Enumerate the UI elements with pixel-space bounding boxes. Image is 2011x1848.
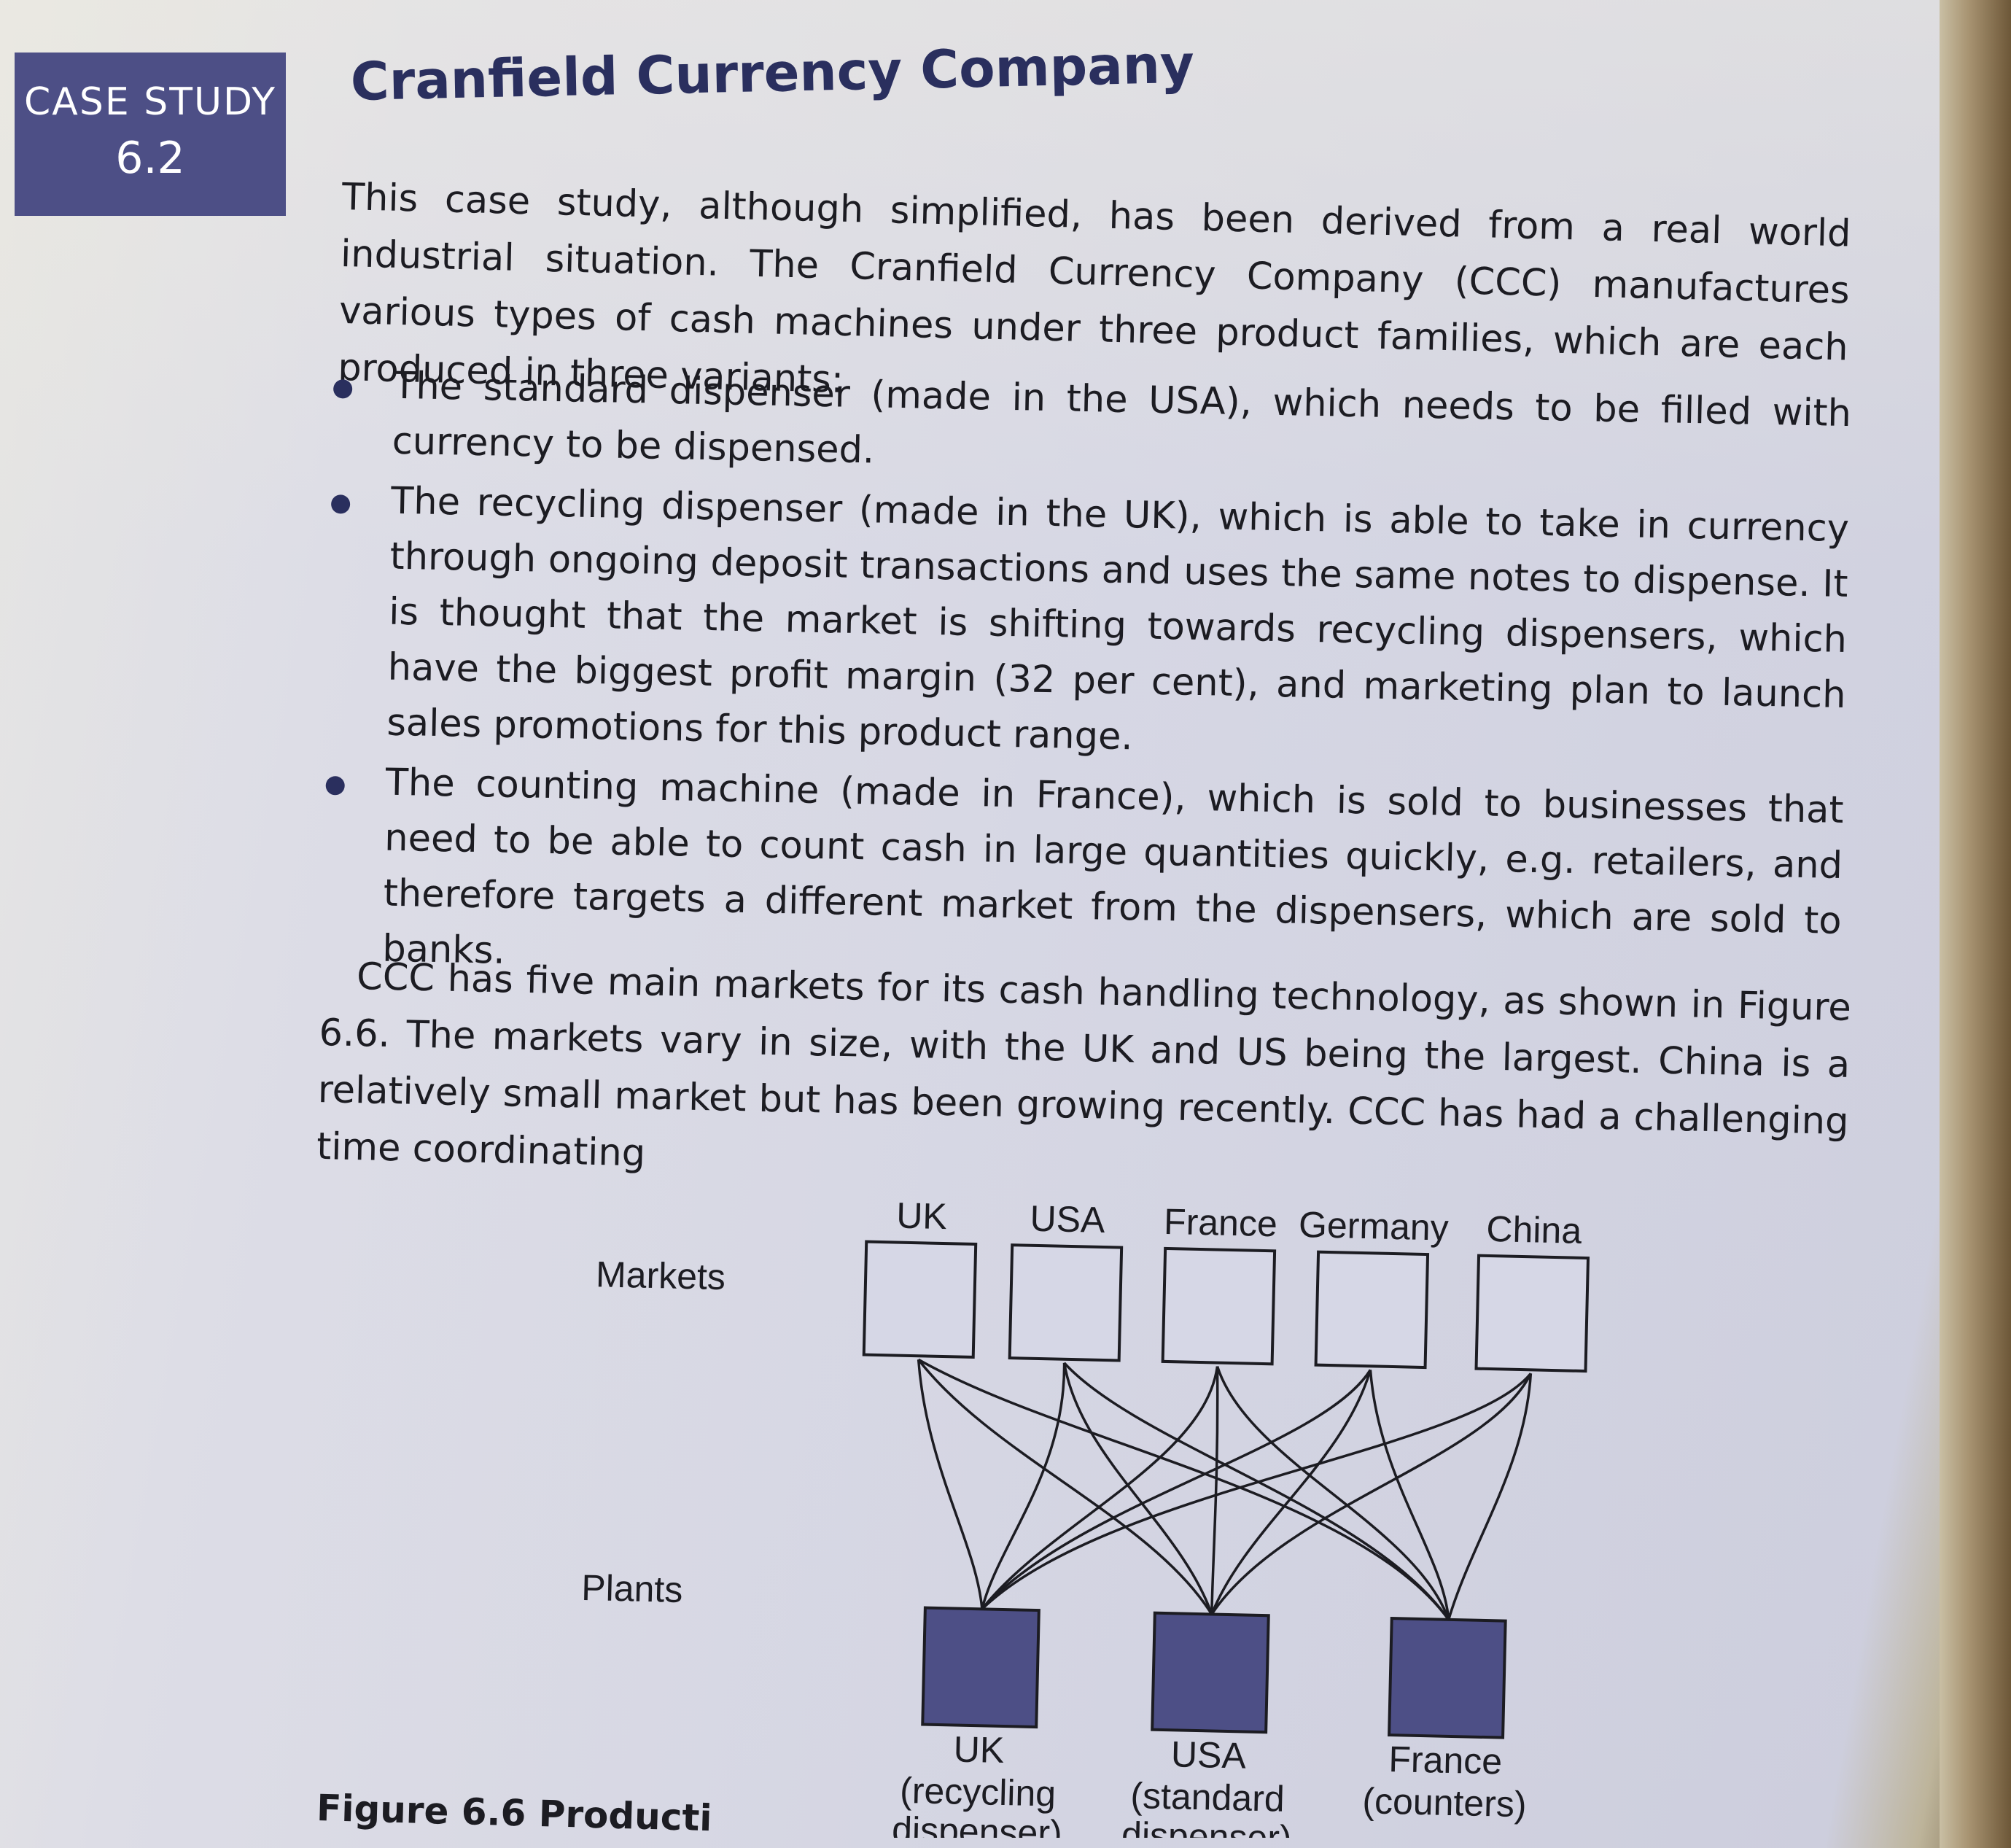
bullet-icon [330, 494, 351, 514]
bullet-icon [332, 379, 353, 399]
market-label-usa: USA [1030, 1198, 1106, 1241]
plant-box-usa [1151, 1611, 1270, 1734]
markets-paragraph: CCC has five main markets for its cash h… [316, 955, 1852, 1176]
market-label-uk: UK [896, 1195, 948, 1238]
plant-box-france [1388, 1617, 1507, 1739]
plant-label-uk: UK [953, 1729, 1005, 1771]
market-box-uk [862, 1240, 978, 1359]
plant-label-uk-line2: (recycling [900, 1770, 1057, 1814]
plant-label-france: France [1388, 1739, 1503, 1782]
list-item-text: The recycling dispenser (made in the UK)… [386, 479, 1850, 759]
plant-label-usa-line2: (standard [1130, 1775, 1285, 1820]
market-box-usa [1008, 1243, 1124, 1362]
product-list: The standard dispenser (made in the USA)… [316, 357, 1852, 1009]
plant-label-usa-line3: dispenser) [1121, 1814, 1293, 1838]
market-box-germany [1314, 1250, 1430, 1370]
case-study-badge: CASE STUDY 6.2 [15, 53, 286, 216]
market-label-france: France [1164, 1201, 1278, 1245]
plant-label-usa: USA [1170, 1734, 1247, 1776]
market-label-china: China [1486, 1208, 1582, 1251]
list-item: The recycling dispenser (made in the UK)… [321, 473, 1850, 779]
plant-box-uk [921, 1606, 1040, 1729]
case-study-number: 6.2 [115, 133, 185, 184]
case-study-title: Cranfield Currency Company [350, 33, 1195, 112]
network-diagram: Markets Plants [581, 1195, 1590, 1838]
market-box-france [1161, 1246, 1277, 1366]
case-study-label: CASE STUDY [23, 80, 277, 124]
market-boxes [862, 1240, 1590, 1373]
book-page: CASE STUDY 6.2 Cranfield Currency Compan… [0, 0, 1940, 1848]
list-item-text: The counting machine (made in France), w… [381, 761, 1845, 973]
book-spine [1940, 0, 2011, 1848]
markets-label: Markets [596, 1254, 726, 1297]
connection-lines [917, 1358, 1533, 1620]
plant-boxes [921, 1606, 1507, 1739]
bullet-icon [325, 776, 345, 796]
plant-label-france-line2: (counters) [1362, 1780, 1527, 1825]
plant-label-uk-line3: dispenser) [892, 1809, 1063, 1838]
market-box-china [1474, 1254, 1590, 1373]
plants-label: Plants [581, 1567, 683, 1610]
market-label-germany: Germany [1298, 1204, 1449, 1249]
